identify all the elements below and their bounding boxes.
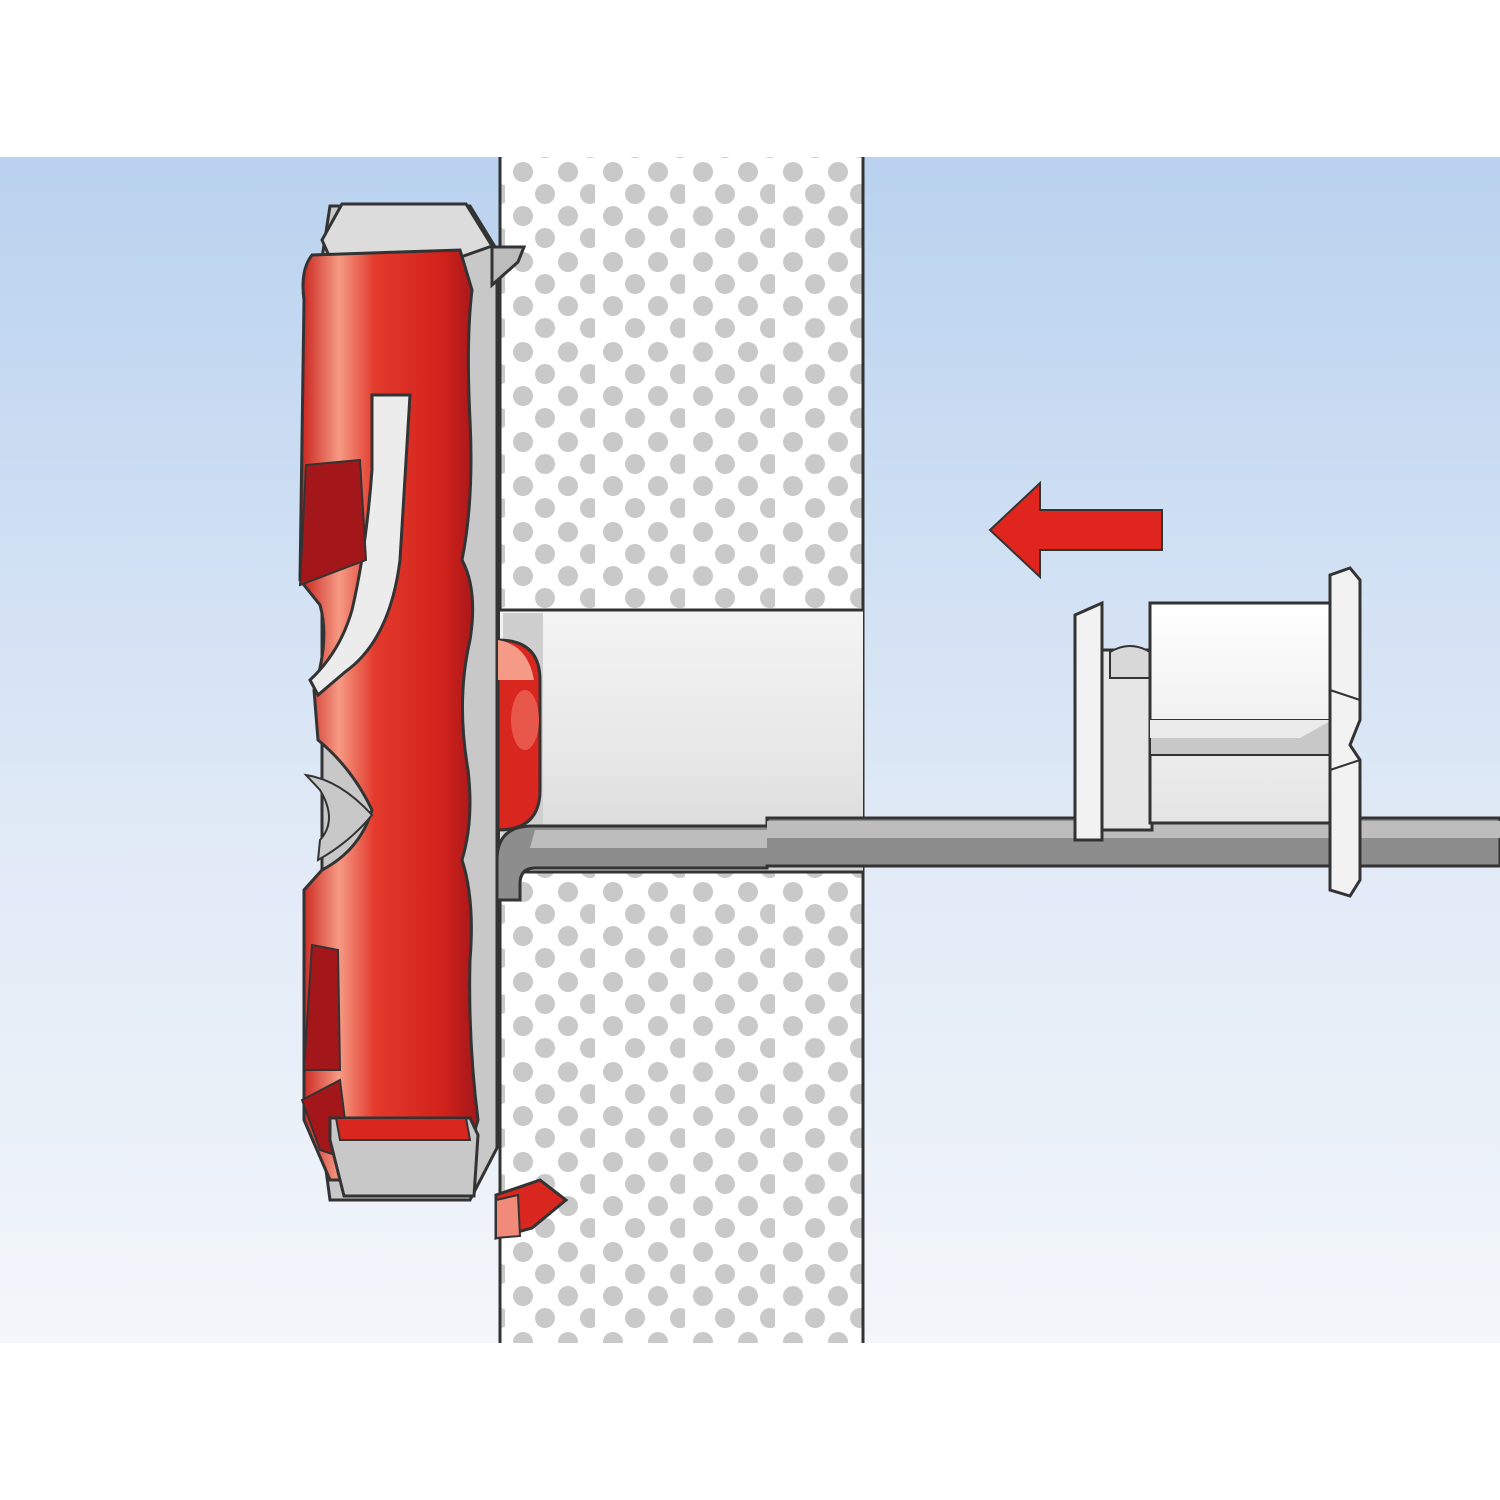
direction-arrow (988, 480, 1163, 580)
wall-plug-expanded (298, 202, 569, 1240)
spacer-sleeve (1073, 566, 1362, 898)
